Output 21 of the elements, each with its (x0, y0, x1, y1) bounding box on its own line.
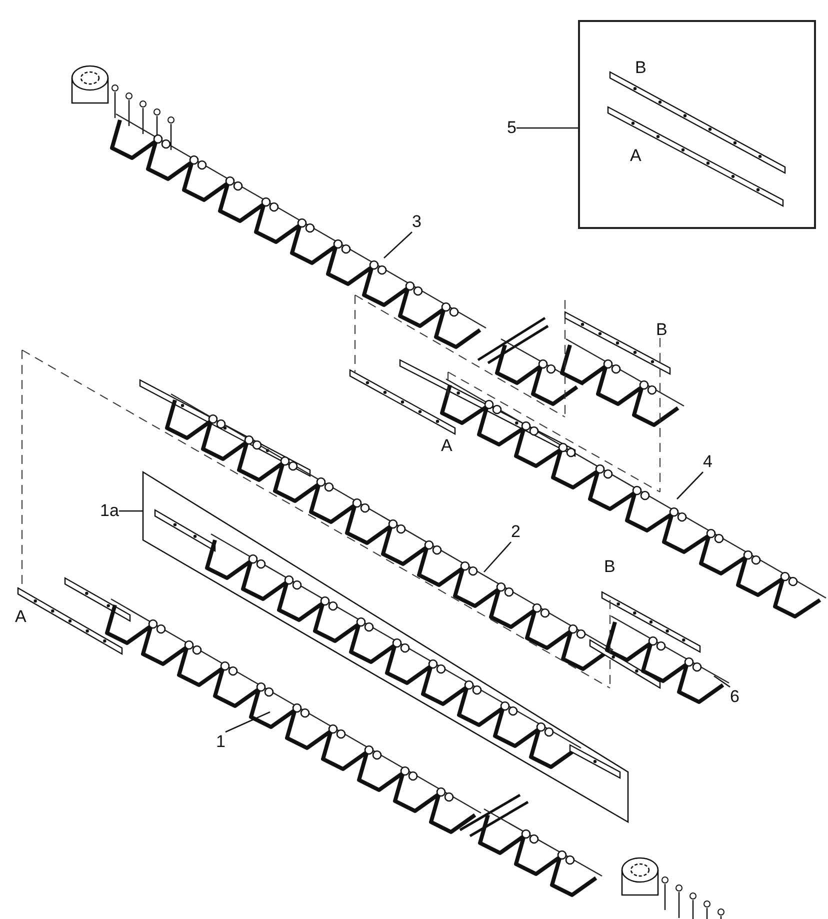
callout-number: 1 (216, 732, 226, 752)
leader-line (714, 675, 730, 688)
alignment-letter: A (15, 607, 26, 627)
leader-line (676, 472, 704, 500)
callout-number: 2 (511, 522, 520, 542)
alignment-letter: A (441, 436, 452, 456)
alignment-letter: A (630, 146, 642, 166)
alignment-letter: B (635, 58, 646, 78)
leader-line (225, 711, 270, 733)
callout-number: 6 (730, 687, 740, 707)
callout-number: 3 (412, 212, 422, 232)
callout-number: 5 (507, 118, 516, 138)
leader-line (384, 232, 412, 258)
callout-number: 1a (100, 501, 119, 521)
leader-line (484, 542, 512, 572)
alignment-letter: B (604, 557, 616, 577)
inset-panel (578, 20, 816, 229)
callout-number: 4 (703, 452, 712, 472)
alignment-letter: B (656, 320, 668, 340)
leader-line (516, 127, 578, 129)
leader-line (118, 510, 143, 512)
